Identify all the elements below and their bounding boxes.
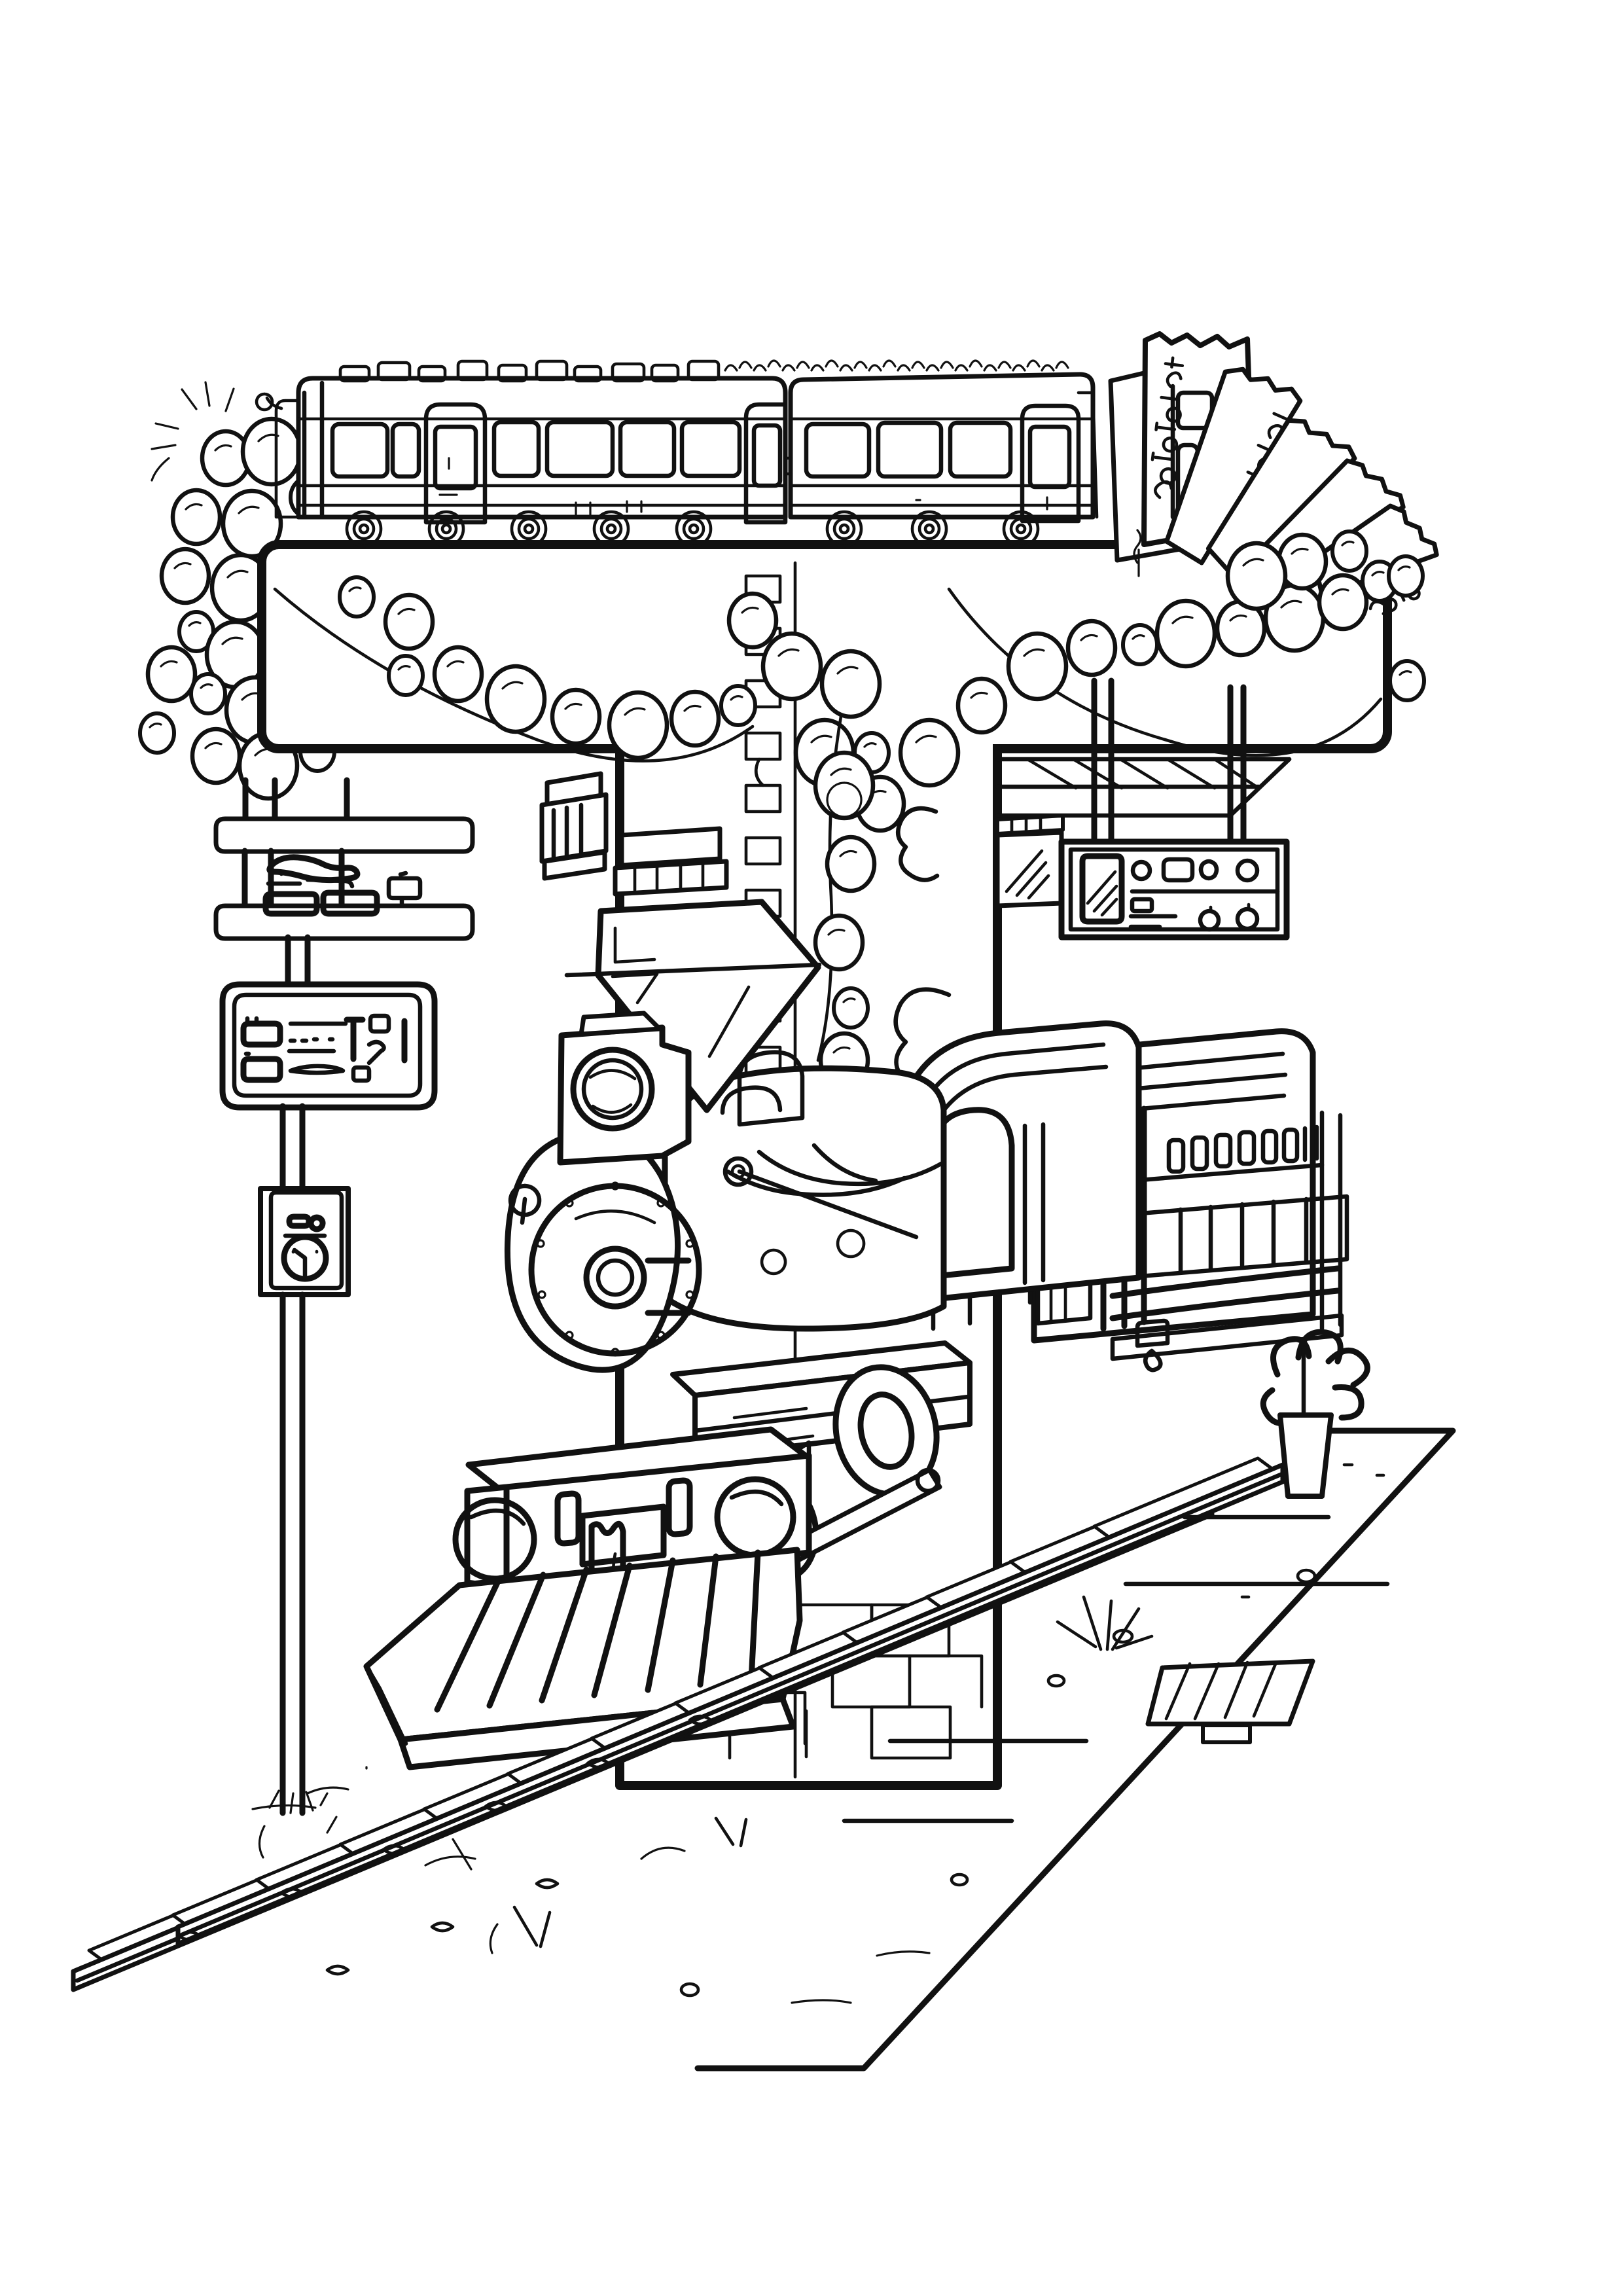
sign-platform-screen[interactable] <box>995 814 1065 908</box>
pebbles <box>679 1463 1385 1998</box>
rail-spikes <box>177 1714 713 1976</box>
balloon-garland-right <box>796 529 1424 831</box>
grass-tufts <box>512 1595 1154 1948</box>
ticket-pseudo-text-1 <box>1150 356 1185 499</box>
balloon-garland-left <box>151 381 334 798</box>
sign-timetable-panel[interactable] <box>219 981 438 1111</box>
balloon-garland-centre <box>273 577 821 762</box>
sign-station-clock[interactable] <box>258 1103 351 1816</box>
potted-plant <box>1260 1329 1370 1499</box>
station-platform <box>512 1329 1456 2072</box>
sign-information-board[interactable] <box>1058 677 1290 941</box>
station-clock-glyphs <box>281 1213 329 1282</box>
signal-lamp-housing <box>539 771 609 881</box>
balloon-column-stem <box>815 651 889 1140</box>
railway-track <box>71 1458 1288 1992</box>
commuter-train <box>255 359 1099 548</box>
train-tickets-fan <box>1108 331 1439 615</box>
information-board-glyphs <box>1079 853 1280 932</box>
departure-board-glyphs <box>262 854 423 917</box>
platform-canopy <box>995 757 1292 818</box>
ground-marks-left <box>251 1804 686 1954</box>
sign-departure-board[interactable] <box>213 777 475 992</box>
timetable-panel-glyphs <box>240 1013 408 1083</box>
